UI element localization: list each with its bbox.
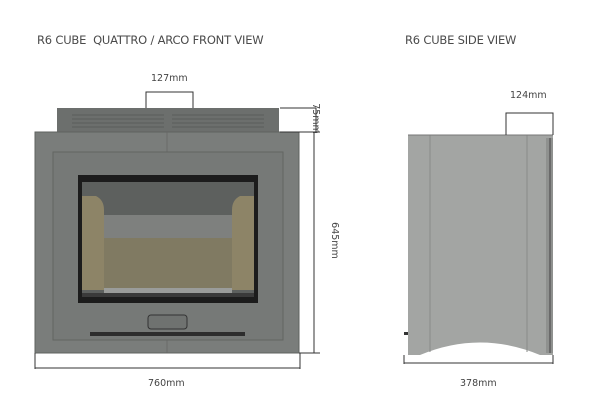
top-height-label: 75mm [309,103,321,134]
side-knob [404,332,408,335]
firebrick-back [104,238,232,290]
side-view-title: R6 CUBE SIDE VIEW [405,33,517,47]
body-height-label: 645mm [328,222,340,259]
top-vent-panel [57,108,279,132]
firebrick-right [232,196,254,290]
side-view-drawing [404,134,553,360]
firebrick-left [82,196,104,290]
front-dimension-lines [34,91,320,369]
flue-width-label: 127mm [151,73,188,84]
door-handle [147,314,188,330]
width-label: 760mm [148,378,185,389]
side-body [408,135,553,355]
front-view-drawing [34,108,300,354]
side-dimension-lines [403,112,554,364]
baffle-plate [104,215,232,238]
depth-label: 378mm [460,378,497,389]
air-vent-bottom [90,332,245,336]
front-view-title: R6 CUBE QUATTRO / ARCO FRONT VIEW [37,33,264,47]
flue-offset-label: 124mm [510,90,547,101]
vent-slots [72,114,264,128]
